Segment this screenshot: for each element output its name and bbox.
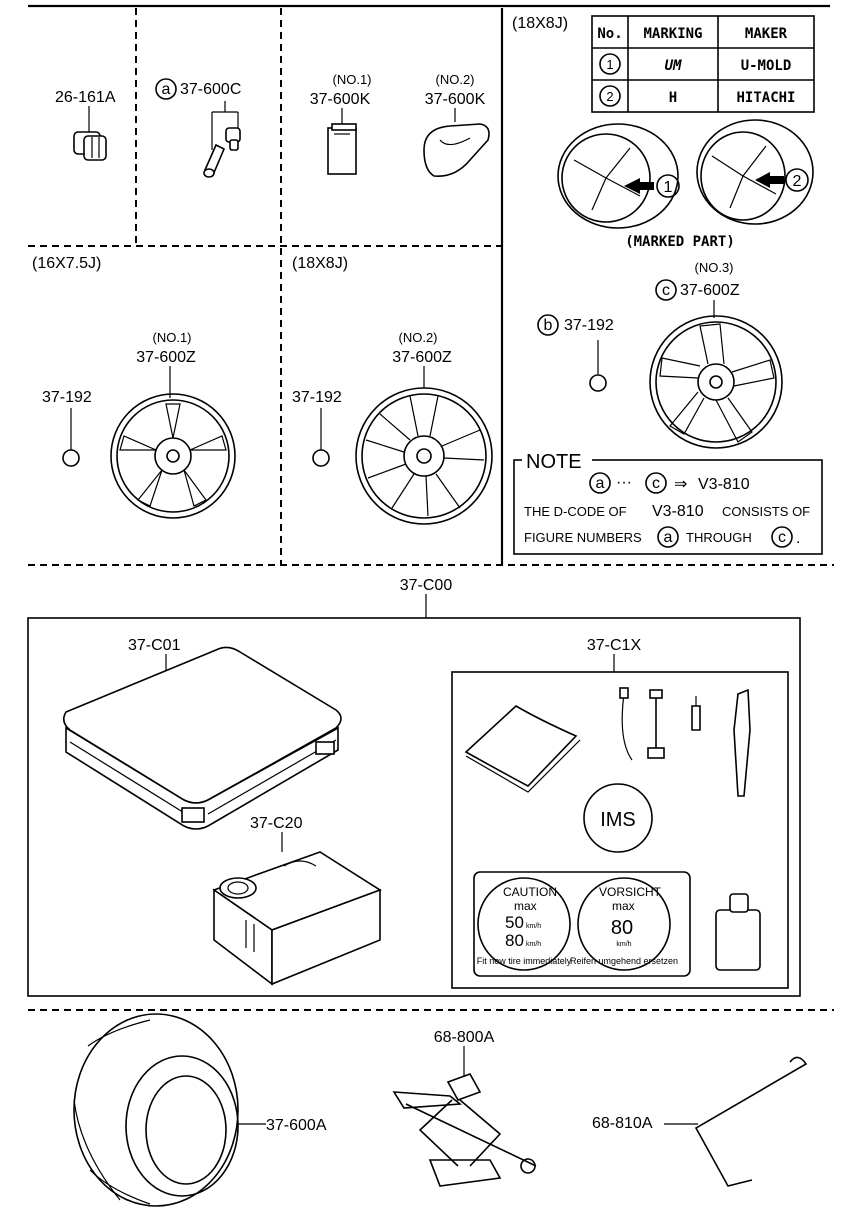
table-row1-no: 1 [606, 57, 613, 72]
callout-68-810A: 68-810A [592, 1115, 653, 1132]
note-line3-end: . [796, 530, 800, 547]
table-row2-no: 2 [606, 89, 613, 104]
vorsicht-speed: 80 [611, 917, 633, 939]
marked-part-label: (MARKED PART) [625, 234, 735, 250]
callout-no3-z: (NO.3) [695, 260, 734, 275]
rim-marked-1: 1 [557, 123, 680, 229]
callout-68-800A: 68-800A [434, 1029, 495, 1046]
kit-contents: IMS CAUTION max 50 km/h 80 km/h Fit new … [464, 687, 761, 977]
caution-speed1: 50 [505, 913, 524, 932]
valve-part: a 37-600C [155, 78, 241, 178]
wheel-18x8j-section: (18X8J) (NO.2) 37-600Z 37-192 [292, 255, 493, 525]
caution-sticker: CAUTION max 50 km/h 80 km/h Fit new tire… [477, 877, 572, 971]
rim-marked-2: 2 [696, 119, 814, 225]
scissor-jack: 68-800A [392, 1029, 537, 1187]
spare-tire: 37-600A [73, 1013, 327, 1207]
size-label-16x7-5j: (16X7.5J) [32, 255, 101, 272]
wheel-no3-section: (NO.3) c 37-600Z b 37-192 [537, 260, 783, 449]
badge-c: c [662, 282, 670, 299]
callout-37-192-b: 37-192 [292, 389, 342, 406]
table-row1-marking: UM [665, 58, 682, 74]
ims-logo-text: IMS [600, 809, 636, 831]
callout-37-600A: 37-600A [266, 1117, 327, 1134]
lug-nut-part: 26-161A [55, 89, 116, 161]
callout-37-600Z-1: 37-600Z [136, 349, 196, 366]
caution-title: CAUTION [503, 885, 557, 899]
wheel-no1 [110, 393, 236, 519]
callout-37-C1X: 37-C1X [587, 637, 642, 654]
vorsicht-title: VORSICHT [599, 885, 662, 899]
caution-unit1: km/h [526, 923, 541, 930]
table-header-marking: MARKING [643, 26, 702, 42]
table-row2-marking: H [669, 90, 677, 106]
wheel-16x7-5j-section: (16X7.5J) (NO.1) 37-600Z 37-192 [32, 255, 236, 519]
section-borders [28, 4, 834, 1011]
vorsicht-footer: Reifen umgehend ersetzen [570, 956, 678, 966]
callout-26-161A: 26-161A [55, 89, 116, 106]
note-title: NOTE [526, 451, 582, 473]
callout-37-600K-2: 37-600K [425, 91, 486, 108]
note-badge-a: a [596, 475, 605, 492]
vorsicht-sticker: VORSICHT max 80 km/h Reifen umgehend ers… [570, 877, 678, 971]
caution-speed2: 80 [505, 931, 524, 950]
callout-no2-z: (NO.2) [399, 330, 438, 345]
note-line2-code: V3-810 [652, 503, 704, 520]
note-line3-badge-a: a [664, 529, 673, 546]
callout-no1-k: (NO.1) [333, 72, 372, 87]
maker-table: No. MARKING MAKER 1 UM U-MOLD 2 H HITACH… [591, 15, 815, 113]
note-arrow: ⇒ [674, 476, 687, 493]
callout-37-600Z-3: 37-600Z [680, 282, 740, 299]
callout-37-C00: 37-C00 [400, 577, 453, 594]
note-line2-pre: THE D-CODE OF [524, 504, 627, 519]
arrow-label-2: 2 [793, 173, 802, 190]
repair-kit-section: 37-C00 37-C01 37-C20 37-C1X [27, 577, 801, 997]
callout-37-192-c: 37-192 [564, 317, 614, 334]
table-header-no: No. [597, 26, 622, 42]
table-header-maker: MAKER [745, 26, 788, 42]
balance-weights: (NO.1) 37-600K (NO.2) 37-600K [310, 72, 490, 177]
wheel-no2 [355, 387, 493, 525]
callout-37-192-a: 37-192 [42, 389, 92, 406]
kit-case [62, 646, 342, 830]
note-box: NOTE a ··· c ⇒ V3-810 THE D-CODE OF V3-8… [513, 448, 823, 555]
caution-unit2: km/h [526, 941, 541, 948]
size-label-18x8j-mid: (18X8J) [292, 255, 348, 272]
callout-37-C01: 37-C01 [128, 637, 181, 654]
note-line3-mid: THROUGH [686, 530, 752, 545]
wheel-no3 [649, 315, 783, 449]
note-line2-post: CONSISTS OF [722, 504, 810, 519]
table-row2-maker: HITACHI [736, 90, 795, 106]
note-dots: ··· [616, 474, 632, 491]
badge-a: a [162, 81, 171, 98]
vorsicht-max: max [612, 899, 635, 913]
callout-37-C20: 37-C20 [250, 815, 303, 832]
compressor [212, 851, 382, 986]
table-row1-maker: U-MOLD [741, 58, 792, 74]
marking-section: (18X8J) No. MARKING MAKER 1 UM U-MOLD 2 … [512, 15, 815, 250]
callout-37-600K-1: 37-600K [310, 91, 371, 108]
callout-no2-k: (NO.2) [436, 72, 475, 87]
note-code: V3-810 [698, 476, 750, 493]
caution-max: max [514, 899, 537, 913]
caution-footer: Fit new tire immediately [477, 956, 572, 966]
note-line3-badge-c: c [778, 529, 786, 546]
sealant-bottle [715, 893, 761, 971]
jack-handle: 68-810A [592, 1056, 808, 1187]
callout-37-600Z-2: 37-600Z [392, 349, 452, 366]
callout-37-600C: 37-600C [180, 81, 241, 98]
arrow-label-1: 1 [664, 179, 673, 196]
note-line3-pre: FIGURE NUMBERS [524, 530, 642, 545]
badge-b: b [544, 317, 553, 334]
size-label-18x8j-top: (18X8J) [512, 15, 568, 32]
vorsicht-unit: km/h [616, 941, 631, 948]
note-badge-c: c [652, 475, 660, 492]
callout-no1-z: (NO.1) [153, 330, 192, 345]
